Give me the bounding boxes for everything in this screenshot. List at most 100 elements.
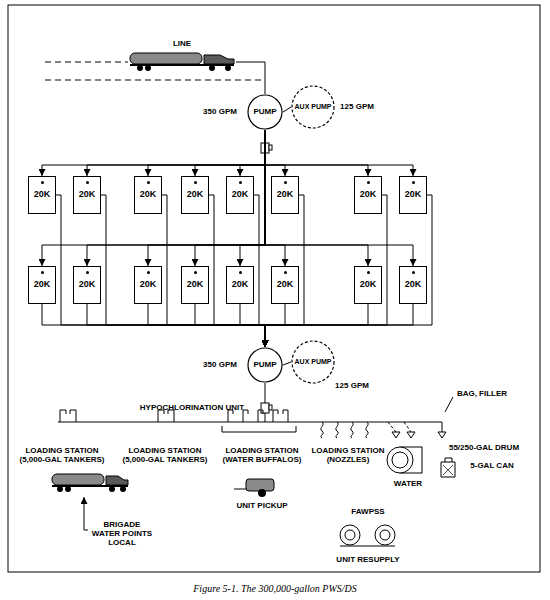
pipe-connector <box>56 195 265 347</box>
wheel <box>225 65 231 71</box>
water-can <box>443 465 453 475</box>
pipe-connector <box>265 130 413 266</box>
storage-tank: 20K <box>134 266 162 304</box>
hypochlorination-box <box>261 403 269 413</box>
tank-dot <box>239 181 242 184</box>
pipe-connector <box>87 130 265 266</box>
tank-dot <box>367 181 370 184</box>
pipe-connector <box>283 362 291 365</box>
tanker-trailer <box>130 53 202 64</box>
callout-label: 125 GPM <box>335 102 379 111</box>
wheel <box>65 486 71 492</box>
drum-end <box>387 447 413 473</box>
callout-label: LOADING STATION (WATER BUFFALOS) <box>220 446 304 464</box>
storage-tank: 20K <box>28 176 56 214</box>
supply-line <box>45 80 263 81</box>
pump-label: AUX PUMP <box>295 103 332 110</box>
pipe-connector <box>265 130 413 176</box>
water-trailer <box>246 479 274 491</box>
tanker-cab <box>204 55 234 64</box>
tank-dot <box>86 271 89 274</box>
pipe-connector <box>195 130 265 176</box>
callout-label: UNIT PICKUP <box>227 501 297 510</box>
storage-tank: 20K <box>399 266 427 304</box>
bag-filler <box>392 432 446 438</box>
fawpss-drum <box>380 530 390 540</box>
callout-label: UNIT RESUPPLY <box>328 555 408 564</box>
tanker-chassis <box>52 485 128 487</box>
tanker-cab <box>106 476 128 485</box>
filter-box <box>269 145 272 150</box>
storage-tank: 20K <box>28 266 56 304</box>
pipe-connector <box>265 195 432 347</box>
tank-label: 20K <box>34 280 51 289</box>
pipe-connector <box>87 304 265 347</box>
callout-label: LOADING STATION (5,000-GAL TANKERS) <box>115 446 215 464</box>
tank-dot <box>147 181 150 184</box>
nozzle-hose <box>321 422 368 438</box>
tank-dot <box>41 271 44 274</box>
storage-tank: 20K <box>226 176 254 214</box>
storage-tank: 20K <box>271 266 299 304</box>
callout-label: LOADING STATION (5,000-GAL TANKERS) <box>12 446 112 464</box>
wheel <box>137 65 143 71</box>
aux-pump-circle: AUX PUMP <box>291 340 335 384</box>
trailer-tongue <box>234 489 246 490</box>
pump-label: PUMP <box>253 108 276 116</box>
ground-line <box>340 546 395 547</box>
tank-dot <box>194 181 197 184</box>
bracket <box>222 426 296 432</box>
pipe-connector <box>148 304 265 347</box>
tank-dot <box>194 271 197 274</box>
callout-label: HYPOCHLORINATION UNIT <box>127 403 257 412</box>
pipe-connector <box>87 130 265 176</box>
storage-tank: 20K <box>134 176 162 214</box>
storage-tank: 20K <box>354 266 382 304</box>
pipe-connector <box>101 195 265 347</box>
pump-circle: PUMP <box>247 94 283 130</box>
tank-label: 20K <box>277 190 294 199</box>
callout-label: 350 GPM <box>198 107 242 116</box>
leader-line <box>84 530 88 531</box>
arrow-line <box>84 497 85 530</box>
callout-label: LINE <box>162 39 202 48</box>
tank-label: 20K <box>405 280 422 289</box>
supply-pipe <box>236 62 265 94</box>
filler-line <box>442 422 443 432</box>
callout-label: BAG, FILLER <box>452 389 512 398</box>
tanker-chassis <box>130 64 234 66</box>
circle-outline <box>292 341 334 383</box>
pipe-connector <box>195 304 265 347</box>
pipe-connector <box>283 107 291 112</box>
pipe-connector <box>209 195 265 347</box>
pipe-connector <box>148 130 265 266</box>
drum-end <box>392 452 408 468</box>
circle-outline <box>292 86 334 128</box>
pipe-connector <box>265 304 413 347</box>
tank-dot <box>239 271 242 274</box>
tank-label: 20K <box>34 190 51 199</box>
storage-tank: 20K <box>226 266 254 304</box>
pipe-connector <box>265 130 368 266</box>
tank-dot <box>284 181 287 184</box>
storage-tank: 20K <box>73 176 101 214</box>
pipe-connector <box>265 130 285 176</box>
tank-label: 20K <box>79 190 96 199</box>
tank-label: 20K <box>140 280 157 289</box>
tank-label: 20K <box>277 280 294 289</box>
fawpss-drum <box>340 525 360 545</box>
tank-dot <box>86 181 89 184</box>
tank-dot <box>412 271 415 274</box>
tank-label: 20K <box>187 190 204 199</box>
pipe-connector <box>148 130 265 176</box>
circle-outline <box>248 348 282 382</box>
storage-tank: 20K <box>271 176 299 214</box>
pipe-connector <box>265 195 304 347</box>
tank-dot <box>41 181 44 184</box>
pipe-connector <box>42 130 265 176</box>
callout-label: 55/250-GAL DRUM <box>444 443 524 452</box>
pipe-connector <box>265 195 387 347</box>
pump-label: AUX PUMP <box>295 358 332 365</box>
callout-label: FAWPSS <box>343 507 393 516</box>
